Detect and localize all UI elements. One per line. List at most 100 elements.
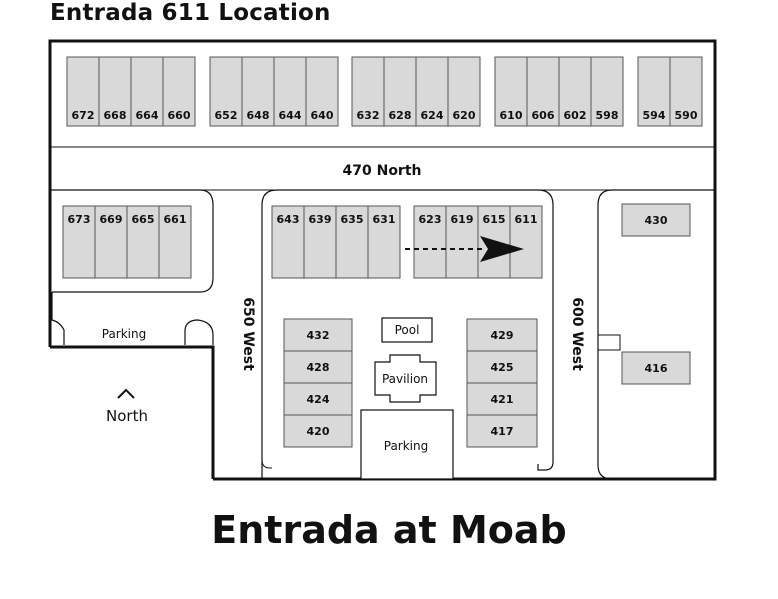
building-units: 672 668 664 660 652 648 644 640 632 628 624 620 610 6… bbox=[62, 56, 703, 448]
east-block-outline bbox=[597, 189, 715, 480]
unit-668 bbox=[98, 56, 132, 127]
unit-598 bbox=[590, 56, 624, 127]
west-block-outline bbox=[50, 189, 214, 293]
unit-664 bbox=[130, 56, 164, 127]
unit-635 bbox=[335, 205, 369, 279]
unit-624 bbox=[415, 56, 449, 127]
unit-label-664: 664 bbox=[136, 109, 159, 122]
unit-label-594: 594 bbox=[643, 109, 666, 122]
north-arrow-icon bbox=[117, 388, 135, 399]
unit-label-643: 643 bbox=[277, 213, 300, 226]
center-block-outline bbox=[261, 189, 554, 479]
pavilion bbox=[374, 354, 437, 403]
unit-665 bbox=[126, 205, 160, 279]
unit-660 bbox=[162, 56, 196, 127]
unit-label-424: 424 bbox=[307, 393, 330, 406]
east-block-divider bbox=[598, 334, 621, 351]
unit-label-628: 628 bbox=[389, 109, 412, 122]
unit-label-631: 631 bbox=[373, 213, 396, 226]
unit-label-619: 619 bbox=[451, 213, 474, 226]
unit-label-425: 425 bbox=[491, 361, 514, 374]
unit-label-420: 420 bbox=[307, 425, 330, 438]
unit-label-635: 635 bbox=[341, 213, 364, 226]
unit-label-610: 610 bbox=[500, 109, 523, 122]
unit-label-429: 429 bbox=[491, 329, 514, 342]
unit-label-421: 421 bbox=[491, 393, 514, 406]
unit-611 bbox=[509, 205, 543, 279]
unit-631 bbox=[367, 205, 401, 279]
unit-label-606: 606 bbox=[532, 109, 555, 122]
dashed-arrow-icon bbox=[405, 236, 524, 262]
unit-label-611: 611 bbox=[515, 213, 538, 226]
unit-label-590: 590 bbox=[675, 109, 698, 122]
unit-label-672: 672 bbox=[72, 109, 95, 122]
unit-643 bbox=[271, 205, 305, 279]
unit-label-673: 673 bbox=[68, 213, 91, 226]
unit-628 bbox=[383, 56, 417, 127]
unit-label-639: 639 bbox=[309, 213, 332, 226]
unit-416 bbox=[621, 351, 691, 385]
unit-425 bbox=[466, 350, 538, 384]
unit-label-668: 668 bbox=[104, 109, 127, 122]
unit-619 bbox=[445, 205, 479, 279]
unit-632 bbox=[351, 56, 385, 127]
unit-610 bbox=[494, 56, 528, 127]
unit-label-632: 632 bbox=[357, 109, 380, 122]
unit-606 bbox=[526, 56, 560, 127]
center-parking-lot bbox=[360, 409, 454, 480]
unit-590 bbox=[669, 56, 703, 127]
map-title: Entrada 611 Location bbox=[50, 0, 331, 26]
unit-420 bbox=[283, 414, 353, 448]
unit-label-661: 661 bbox=[164, 213, 187, 226]
unit-620 bbox=[447, 56, 481, 127]
unit-label-669: 669 bbox=[100, 213, 123, 226]
street-650-west: 650 West bbox=[240, 297, 256, 371]
boundary-cutout bbox=[50, 345, 215, 479]
unit-639 bbox=[303, 205, 337, 279]
unit-640 bbox=[305, 56, 339, 127]
pool-label: Pool bbox=[395, 323, 420, 337]
unit-label-623: 623 bbox=[419, 213, 442, 226]
unit-label-652: 652 bbox=[215, 109, 238, 122]
street-470-north: 470 North bbox=[343, 163, 422, 179]
unit-648 bbox=[241, 56, 275, 127]
unit-424 bbox=[283, 382, 353, 416]
unit-label-432: 432 bbox=[307, 329, 330, 342]
unit-430 bbox=[621, 203, 691, 237]
unit-label-620: 620 bbox=[453, 109, 476, 122]
unit-label-428: 428 bbox=[307, 361, 330, 374]
unit-label-660: 660 bbox=[168, 109, 191, 122]
footer-title: Entrada at Moab bbox=[211, 508, 567, 552]
unit-label-417: 417 bbox=[491, 425, 514, 438]
center-block-inner-left bbox=[261, 459, 272, 479]
unit-428 bbox=[283, 350, 353, 384]
unit-label-430: 430 bbox=[645, 214, 668, 227]
unit-429 bbox=[466, 318, 538, 352]
pavilion-label: Pavilion bbox=[382, 372, 428, 386]
parking-lot-curb bbox=[184, 319, 214, 345]
unit-label-640: 640 bbox=[311, 109, 334, 122]
unit-623 bbox=[413, 205, 447, 279]
unit-421 bbox=[466, 382, 538, 416]
unit-label-602: 602 bbox=[564, 109, 587, 122]
street-600-west: 600 West bbox=[569, 297, 585, 371]
parking-center-label: Parking bbox=[384, 439, 429, 453]
unit-label-644: 644 bbox=[279, 109, 302, 122]
parking-left-label: Parking bbox=[102, 327, 147, 341]
north-label: North bbox=[106, 407, 148, 425]
unit-label-416: 416 bbox=[645, 362, 668, 375]
unit-432 bbox=[283, 318, 353, 352]
unit-661 bbox=[158, 205, 192, 279]
off-site-area bbox=[48, 347, 213, 481]
unit-label-648: 648 bbox=[247, 109, 270, 122]
unit-602 bbox=[558, 56, 592, 127]
pool bbox=[381, 317, 433, 343]
unit-594 bbox=[637, 56, 671, 127]
unit-label-615: 615 bbox=[483, 213, 506, 226]
unit-label-665: 665 bbox=[132, 213, 155, 226]
parking-lot-outline bbox=[51, 292, 65, 345]
unit-417 bbox=[466, 414, 538, 448]
unit-label-624: 624 bbox=[421, 109, 444, 122]
unit-672 bbox=[66, 56, 100, 127]
